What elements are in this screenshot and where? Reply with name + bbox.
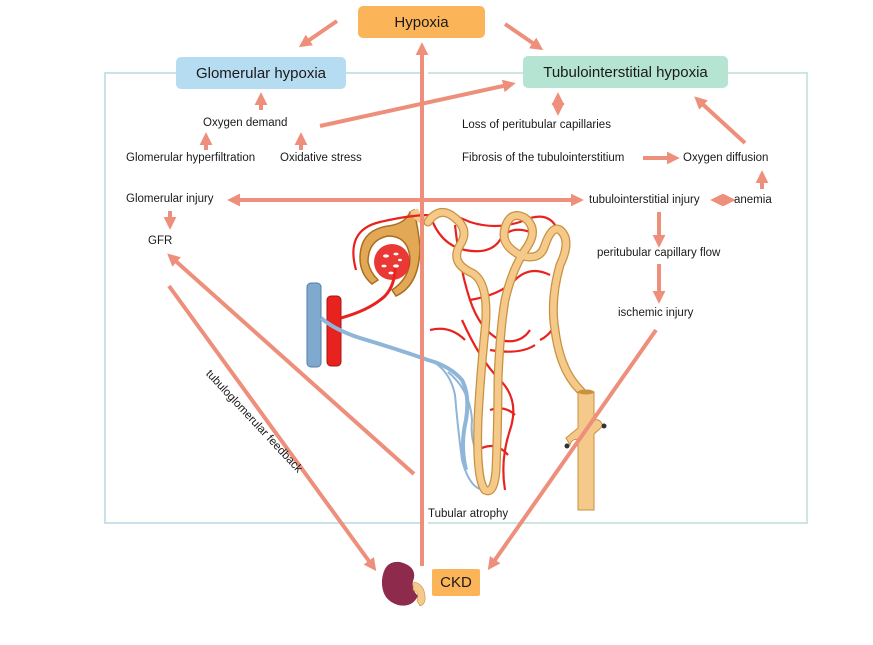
tubular-atrophy-label: Tubular atrophy	[428, 508, 509, 520]
arrow-atrophy-to-gfr	[167, 253, 416, 476]
ckd-box: CKD	[432, 569, 480, 596]
hypoxia-label: Hypoxia	[394, 13, 449, 31]
kidney-icon	[381, 561, 426, 607]
glomerular-hyperfiltration-label: Glomerular hyperfiltration	[126, 152, 256, 164]
ischemic-injury-label: ischemic injury	[618, 307, 694, 319]
glomerular-injury-label: Glomerular injury	[126, 193, 214, 205]
tubulointerstitial-hypoxia-label: Tubulointerstitial hypoxia	[543, 63, 708, 81]
oxygen-diffusion-label: Oxygen diffusion	[683, 152, 769, 164]
glomerulus-icon	[359, 208, 429, 297]
glomerular-hypoxia-label: Glomerular hypoxia	[195, 64, 327, 82]
arrow-ischemic-to-ckd	[487, 328, 658, 571]
gfr-label: GFR	[148, 235, 173, 247]
vein-icon	[306, 282, 322, 368]
oxidative-stress-label: Oxidative stress	[280, 152, 362, 164]
tubulointerstitial-hypoxia-box: Tubulointerstitial hypoxia	[523, 56, 728, 88]
arrow-diffusion-to-tubulo	[694, 96, 747, 145]
venule-line	[319, 316, 470, 471]
arrow-hypoxia-to-tubulo	[503, 22, 544, 51]
oxygen-demand-label: Oxygen demand	[203, 117, 288, 129]
tubule-icon	[423, 207, 593, 496]
arrow-gfr-to-ckd	[167, 284, 377, 572]
anemia-label: anemia	[734, 194, 772, 206]
arrow-hypoxia-to-glomerular	[298, 19, 339, 48]
fibrosis-label: Fibrosis of the tubulointerstitium	[462, 152, 625, 164]
glomerular-hypoxia-box: Glomerular hypoxia	[176, 57, 346, 89]
loss-of-peritubular-capillaries-label: Loss of peritubular capillaries	[462, 119, 611, 131]
arrow-demand-to-tubulo	[319, 79, 516, 128]
hypoxia-box: Hypoxia	[358, 6, 485, 38]
peritubular-capillary-flow-label: peritubular capillary flow	[597, 247, 721, 259]
ckd-label: CKD	[440, 574, 472, 591]
tubulointerstitial-injury-label: tubulointerstitial injury	[589, 194, 700, 206]
